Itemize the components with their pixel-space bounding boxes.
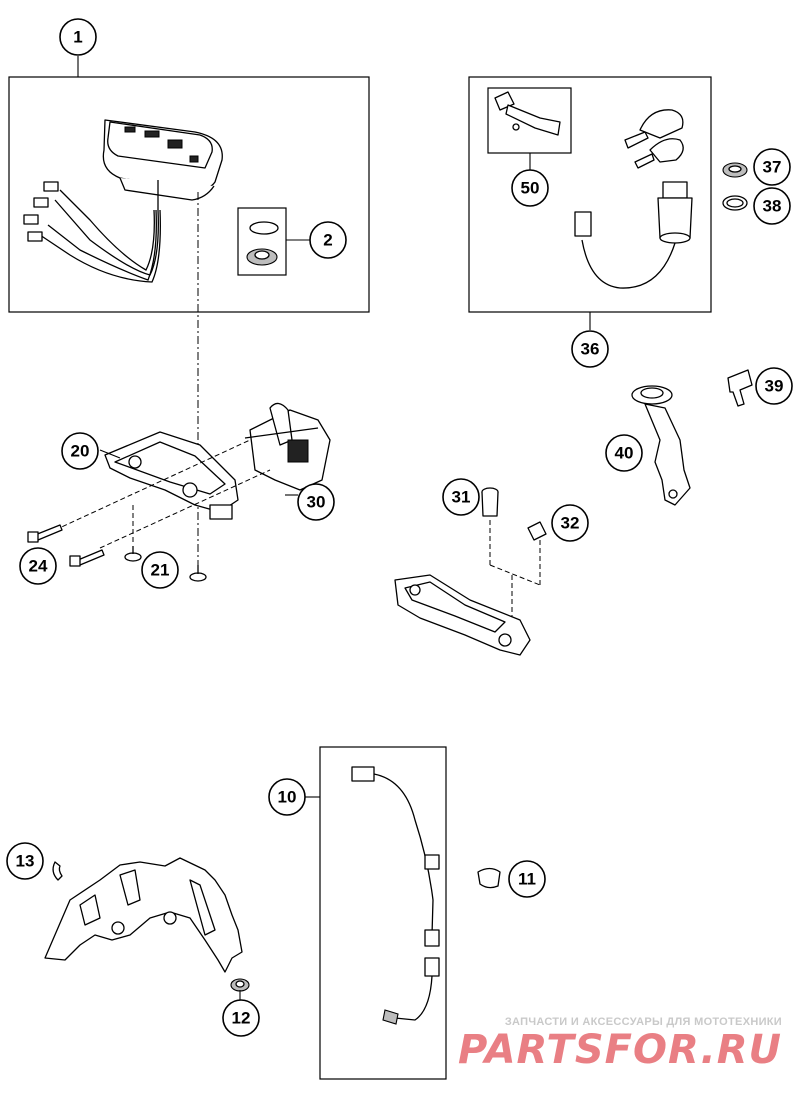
rubber-buffer-32	[527, 521, 547, 541]
callout-10: 10	[268, 778, 306, 816]
ignition-keys	[624, 109, 684, 169]
callout-39: 39	[755, 367, 793, 405]
callout-label: 50	[521, 179, 540, 198]
callout-30: 30	[297, 483, 335, 521]
instrument-bracket-group	[54, 402, 331, 549]
callout-label: 1	[73, 28, 82, 47]
callout-label: 11	[518, 870, 536, 889]
watermark-tagline: ЗАПЧАСТИ И АКСЕССУАРЫ ДЛЯ МОТОТЕХНИКИ	[504, 1016, 782, 1028]
callout-label: 37	[763, 158, 782, 177]
sensor-clip	[477, 867, 501, 889]
callout-label: 2	[323, 231, 332, 250]
callout-13: 13	[6, 842, 44, 880]
instrument-bracket	[104, 431, 239, 520]
callout-label: 10	[278, 788, 297, 807]
callout-1: 1	[59, 18, 97, 56]
callout-32: 32	[551, 504, 589, 542]
callout-24: 24	[19, 547, 57, 585]
ignition-lock-group	[468, 76, 712, 330]
callout-31: 31	[442, 478, 480, 516]
bracket-mount	[244, 402, 331, 491]
key-blank	[727, 369, 753, 407]
callout-label: 12	[232, 1009, 251, 1028]
speedometer-harness	[23, 181, 161, 283]
spacer-bushing	[230, 978, 250, 992]
callout-12: 12	[222, 999, 260, 1037]
washer-38	[722, 195, 748, 211]
callout-label: 20	[71, 442, 90, 461]
callout-20: 20	[61, 432, 99, 470]
watermark: ЗАПЧАСТИ И АКСЕССУАРЫ ДЛЯ МОТОТЕХНИКИ PA…	[458, 1016, 782, 1072]
bolt-24	[27, 524, 105, 567]
lock-holder	[631, 385, 691, 506]
washer-37	[722, 162, 748, 178]
wheel-speed-sensor-group	[305, 746, 447, 1080]
watermark-brand: PARTSFOR.RU	[457, 1027, 782, 1073]
callout-37: 37	[753, 148, 791, 186]
callout-38: 38	[753, 187, 791, 225]
callout-2: 2	[309, 221, 347, 259]
callout-label: 38	[763, 197, 782, 216]
ignition-switch	[574, 181, 693, 289]
callout-label: 30	[307, 493, 326, 512]
callout-label: 36	[581, 340, 600, 359]
rubber-buffer-31	[481, 487, 499, 517]
callout-50: 50	[511, 169, 549, 207]
callout-label: 40	[615, 444, 634, 463]
instrument-bracket-lower	[394, 574, 531, 656]
callout-label: 31	[452, 488, 471, 507]
callout-label: 24	[29, 557, 48, 576]
callout-36: 36	[571, 330, 609, 368]
lock-cylinder	[494, 91, 561, 136]
wheel-speed-sensor	[351, 766, 440, 1025]
brake-disc	[44, 857, 243, 973]
callout-label: 21	[151, 561, 170, 580]
screw-21	[124, 546, 207, 582]
speedometer-unit	[102, 119, 223, 210]
nut	[246, 248, 278, 266]
callout-label: 39	[765, 377, 784, 396]
o-ring	[249, 221, 279, 235]
part-2-box	[237, 207, 287, 276]
wheel-speed-sensor-box	[319, 746, 447, 1080]
speedometer-box	[8, 76, 370, 313]
callout-21: 21	[141, 551, 179, 589]
callout-11: 11	[508, 860, 546, 898]
callout-40: 40	[605, 434, 643, 472]
callout-label: 32	[561, 514, 580, 533]
speedometer-group	[8, 56, 370, 565]
callout-label: 13	[16, 852, 35, 871]
